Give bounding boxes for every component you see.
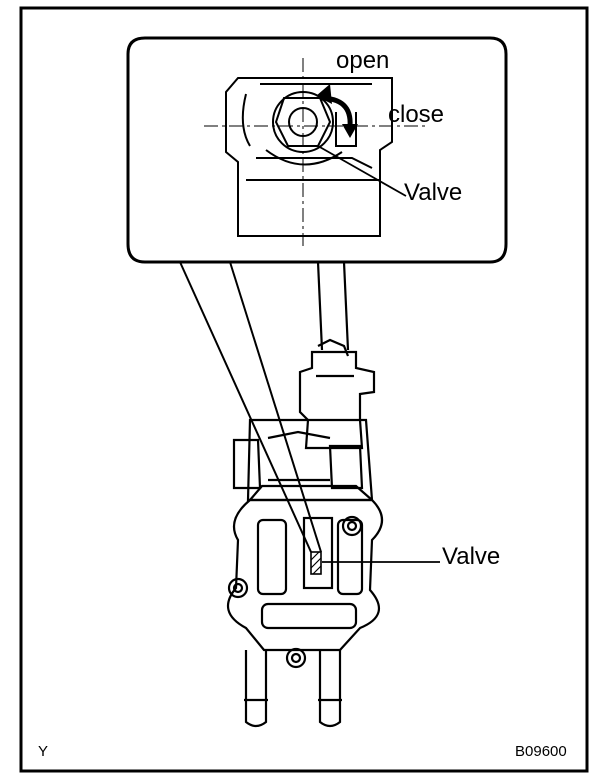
valve-hatch [310, 551, 322, 575]
figure-code: B09600 [515, 743, 567, 760]
label-valve-detail: Valve [404, 179, 462, 206]
detail-leader-lines [179, 261, 322, 553]
valve-leader-detail [317, 145, 407, 197]
label-valve-main: Valve [442, 543, 500, 570]
detail-callout [126, 36, 508, 264]
figure-frame [19, 6, 589, 773]
label-open: open [336, 47, 389, 74]
label-close: close [388, 101, 444, 128]
detail-centerlines [204, 58, 428, 246]
label-corner-y: Y [38, 743, 48, 760]
detail-valve-view [225, 77, 393, 237]
rotation-arrow [316, 84, 358, 138]
valve-assembly [226, 261, 384, 728]
